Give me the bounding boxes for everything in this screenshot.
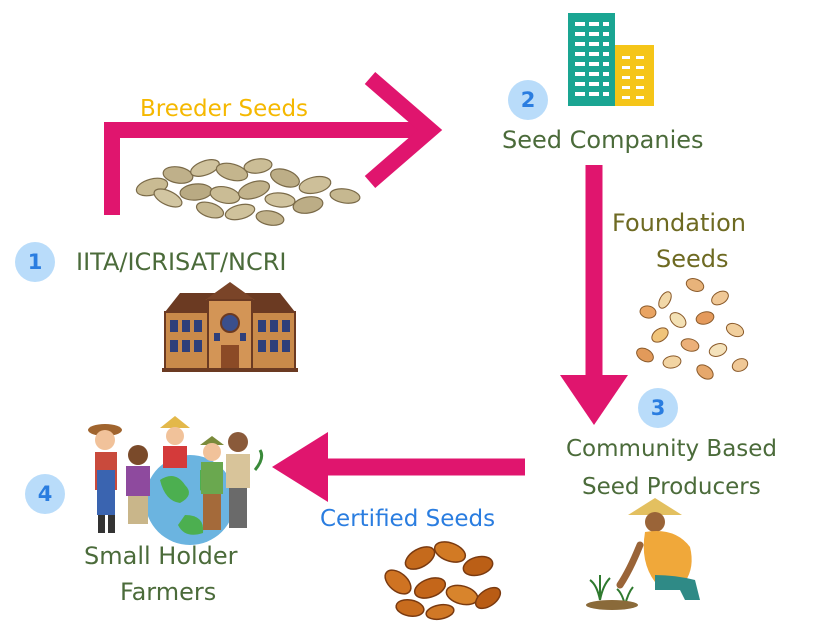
breeder-seeds-icon — [135, 158, 361, 226]
institute-label: IITA/ICRISAT/NCRI — [76, 248, 287, 276]
foundation-seeds-label-line1: Foundation — [612, 209, 746, 237]
foundation-flow-arrow — [560, 165, 628, 425]
farmers-label-line2: Farmers — [120, 578, 217, 606]
breeder-flow-arrow — [104, 71, 443, 215]
foundation-seeds-icon — [636, 278, 749, 380]
building-icon — [568, 13, 654, 106]
companies-label: Seed Companies — [502, 126, 704, 154]
certified-flow-arrow — [272, 432, 525, 502]
producers-label-line2: Seed Producers — [582, 474, 761, 500]
step-badge-1: 1 — [15, 242, 55, 282]
certified-seeds-icon — [384, 541, 502, 621]
breeder-seeds-label: Breeder Seeds — [140, 96, 309, 122]
foundation-seeds-label-line2: Seeds — [656, 245, 729, 273]
farmers-globe-icon — [88, 416, 264, 545]
school-building-icon — [162, 282, 298, 372]
farmer-planting-icon — [586, 498, 700, 610]
farmers-label-line1: Small Holder — [84, 542, 238, 570]
step-badge-2: 2 — [508, 80, 548, 120]
step-badge-3: 3 — [638, 388, 678, 428]
producers-label-line1: Community Based — [566, 436, 778, 462]
step-badge-4: 4 — [25, 474, 65, 514]
certified-seeds-label: Certified Seeds — [320, 506, 496, 532]
